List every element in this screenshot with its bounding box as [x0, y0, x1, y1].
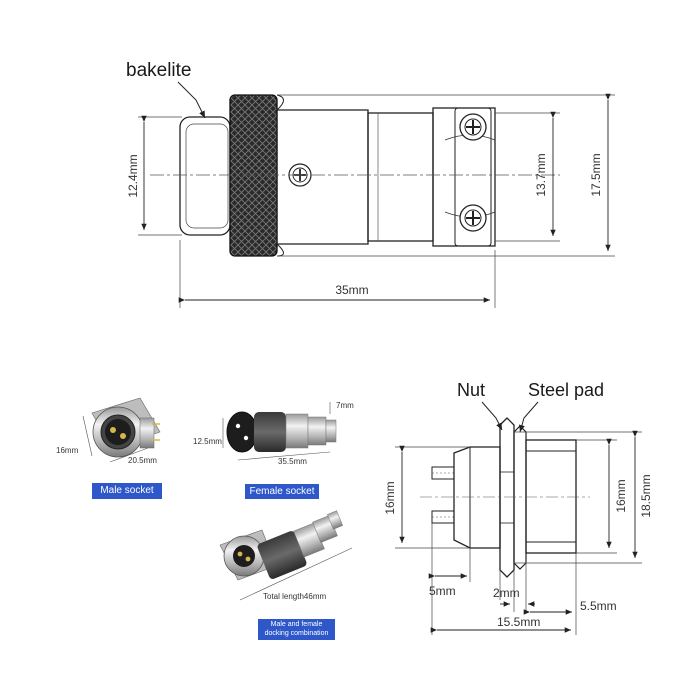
side-dim-15-5: 15.5mm	[497, 615, 540, 629]
dim-12-4: 12.4mm	[126, 154, 140, 197]
male-socket-photo	[82, 397, 161, 463]
dim-35: 35mm	[335, 283, 368, 297]
bakelite-cap	[179, 116, 231, 236]
body-shell	[276, 109, 369, 245]
steel-pad-label: Steel pad	[528, 380, 604, 400]
combination-photo	[219, 510, 353, 601]
side-dim-5: 5mm	[429, 584, 456, 598]
nut-shape	[499, 417, 515, 578]
female-dim-7: 7mm	[336, 401, 354, 410]
female-socket-caption: Female socket	[249, 486, 315, 497]
dim-17-5: 17.5mm	[589, 153, 603, 196]
combo-dim-46: Total length46mm	[263, 592, 326, 601]
side-dim-5-5: 5.5mm	[580, 599, 617, 613]
female-socket-badge: Female socket	[245, 484, 319, 499]
male-dim-16: 16mm	[56, 446, 79, 455]
nut-label: Nut	[457, 380, 485, 400]
side-dim-16-right: 16mm	[614, 479, 628, 512]
steel-pad-shape	[513, 425, 527, 570]
side-dim-18-5: 18.5mm	[639, 474, 653, 517]
bakelite-label: bakelite	[126, 60, 192, 81]
top-view: bakelite 12.4mm 13.7mm 17.5mm 35mm	[126, 60, 615, 308]
male-dim-20-5: 20.5mm	[128, 456, 157, 465]
screw-icon	[459, 204, 487, 232]
female-dim-35-5: 35.5mm	[278, 457, 307, 466]
side-view: Nut Steel pad 16mm 16mm 18.5mm 5mm 2mm 5	[383, 380, 653, 635]
male-socket-badge: Male socket	[92, 483, 162, 499]
side-dim-2: 2mm	[493, 586, 520, 600]
side-dim-16-left: 16mm	[383, 481, 397, 514]
combination-caption-line2: docking combination	[264, 630, 329, 637]
combination-badge: Male and female docking combination	[258, 619, 335, 640]
dim-13-7: 13.7mm	[534, 153, 548, 196]
female-socket-photo	[222, 402, 337, 461]
female-dim-12-5: 12.5mm	[193, 437, 222, 446]
male-socket-caption: Male socket	[100, 485, 154, 496]
screw-icon	[459, 113, 487, 141]
knurled-ring	[229, 94, 278, 257]
combination-caption-line1: Male and female	[270, 621, 323, 628]
